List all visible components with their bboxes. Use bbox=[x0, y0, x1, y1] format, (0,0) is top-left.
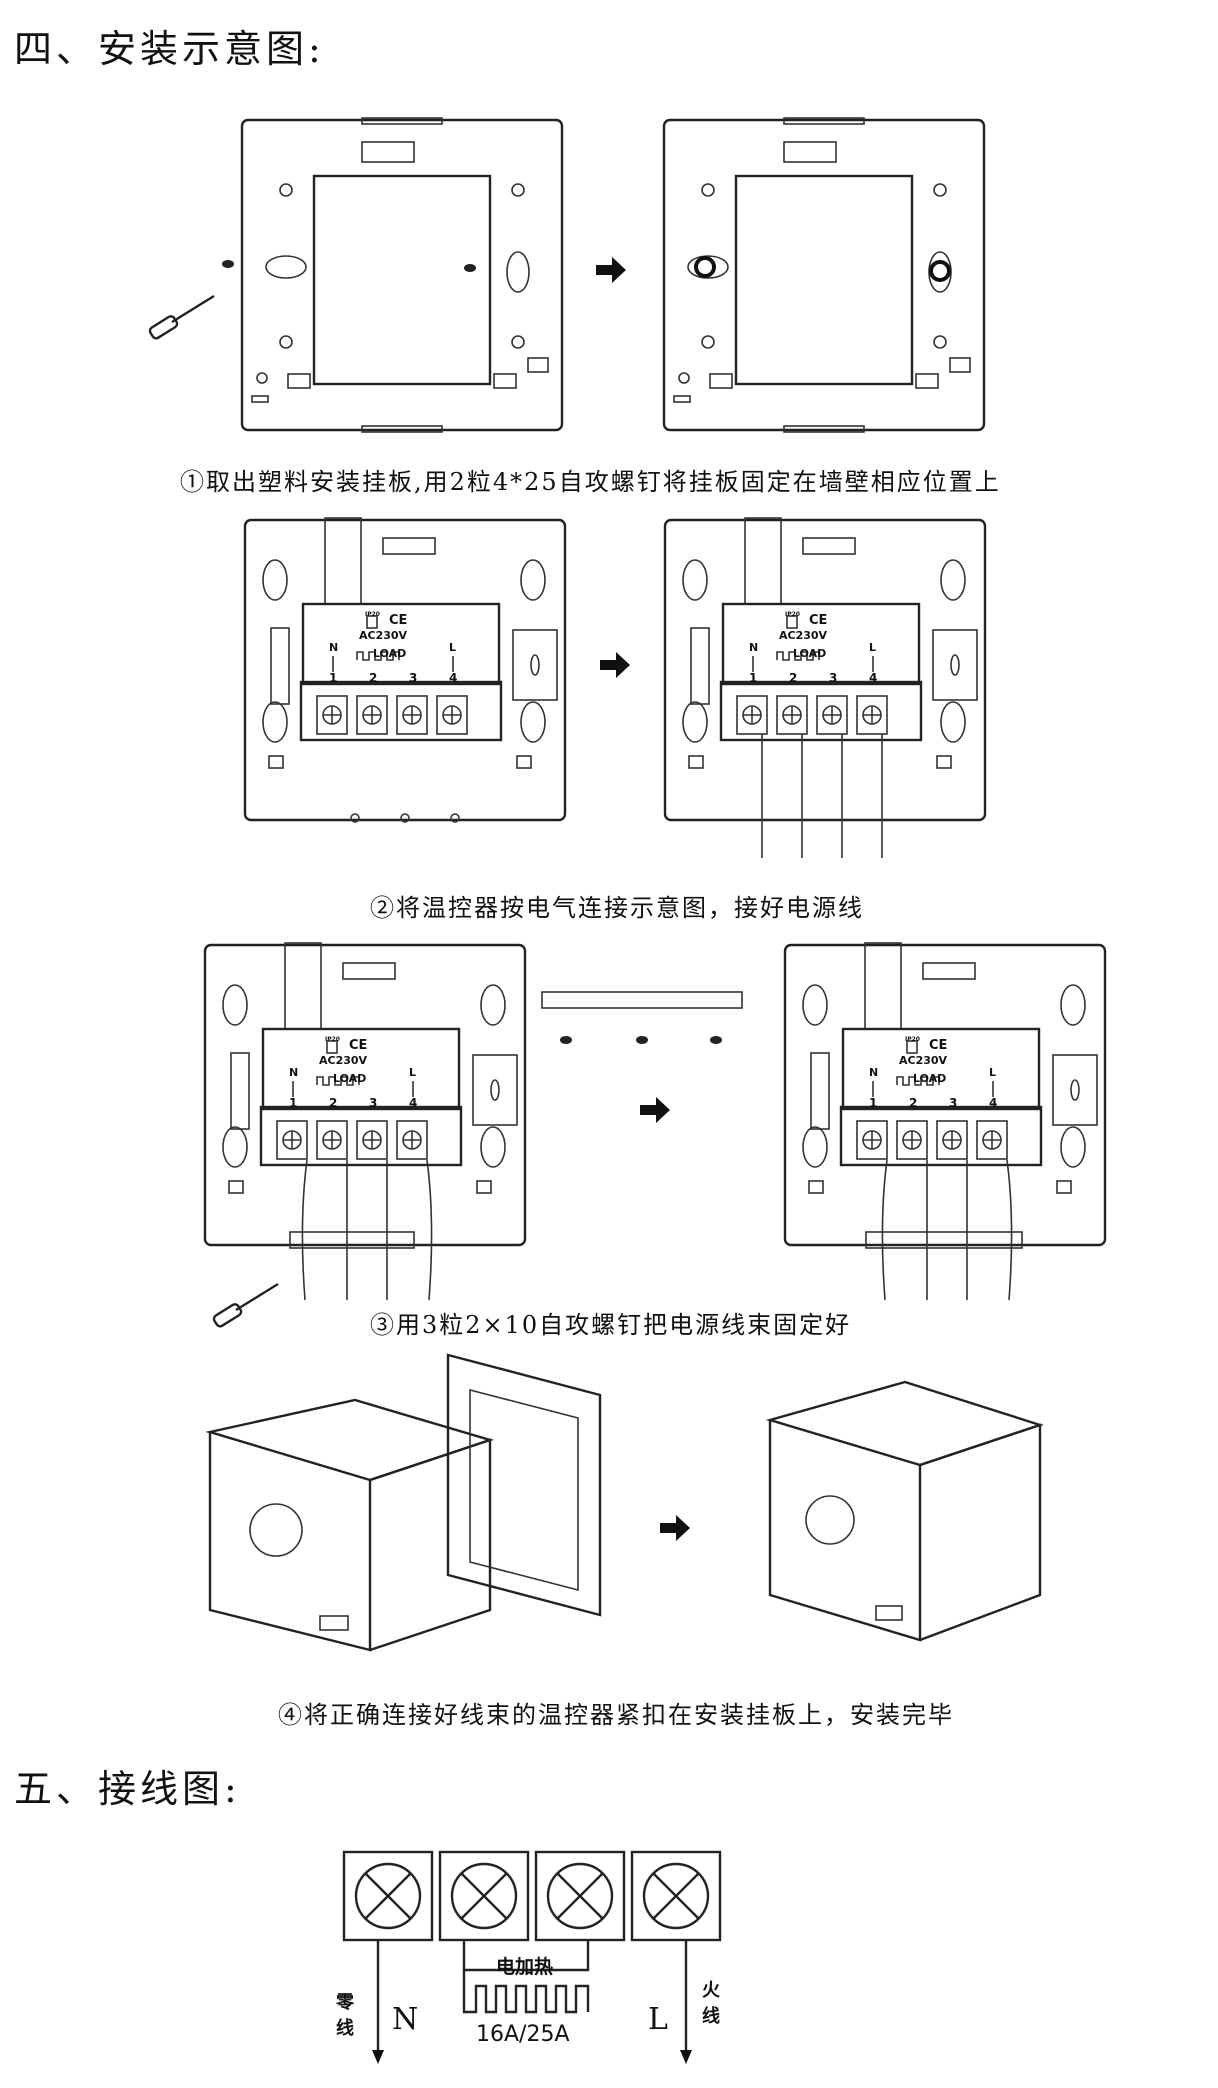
terminal-number: 2 bbox=[329, 1096, 338, 1110]
lamp-icon bbox=[534, 1850, 626, 1942]
terminal-number: 1 bbox=[869, 1096, 878, 1110]
terminal-plate-unclamped bbox=[203, 941, 527, 1247]
arrow-right-icon bbox=[660, 1515, 690, 1541]
ip-mark: IP20 bbox=[905, 1036, 920, 1043]
voltage-label: AC230V bbox=[359, 629, 408, 642]
voltage-label: AC230V bbox=[779, 629, 828, 642]
ce-mark: CE bbox=[809, 613, 828, 628]
heater-bracket bbox=[462, 1940, 590, 1972]
power-wires bbox=[761, 734, 883, 858]
arrow-right-icon bbox=[600, 652, 630, 678]
terminal-letter: L bbox=[989, 1066, 997, 1079]
load-label: LOAD bbox=[913, 1072, 947, 1085]
cable-clamp bbox=[289, 1231, 415, 1249]
terminal-letter: L bbox=[409, 1066, 417, 1079]
live-name: 火 线 bbox=[702, 1980, 720, 2027]
rating-label: 16A/25A bbox=[476, 2022, 570, 2047]
fixed-screw-icon bbox=[694, 256, 951, 282]
terminal-plate-wired bbox=[663, 516, 987, 822]
terminal-letter: N bbox=[749, 641, 759, 654]
terminal-number: 4 bbox=[409, 1096, 418, 1110]
install-heading: 四、安装示意图: bbox=[14, 27, 325, 71]
thermostat-body bbox=[205, 1398, 494, 1652]
neutral-letter: N bbox=[392, 2002, 419, 2037]
terminal-plate-clamped bbox=[783, 941, 1107, 1247]
step3-caption: ③用3粒2×10自攻螺钉把电源线束固定好 bbox=[370, 1311, 852, 1339]
heater-element-icon bbox=[462, 1970, 590, 2014]
cable-clamp bbox=[865, 1231, 1023, 1249]
heater-label: 电加热 bbox=[496, 1956, 554, 1978]
arrow-right-icon bbox=[640, 1097, 670, 1123]
voltage-label: AC230V bbox=[899, 1054, 948, 1067]
voltage-label: AC230V bbox=[319, 1054, 368, 1067]
load-label: LOAD bbox=[793, 647, 827, 660]
step2-caption: ②将温控器按电气连接示意图，接好电源线 bbox=[370, 894, 864, 922]
live-letter: L bbox=[648, 2002, 668, 2037]
ce-mark: CE bbox=[929, 1038, 948, 1053]
ip-mark: IP20 bbox=[365, 611, 380, 618]
live-arrow-icon bbox=[680, 2050, 692, 2064]
screw-icon bbox=[560, 1036, 722, 1044]
load-label: LOAD bbox=[333, 1072, 367, 1085]
terminal-number: 2 bbox=[789, 671, 798, 685]
neutral-name: 零 线 bbox=[336, 1992, 354, 2039]
terminal-number: 1 bbox=[329, 671, 338, 685]
terminal-letter: L bbox=[869, 641, 877, 654]
bundled-wires bbox=[301, 1159, 1013, 1301]
screwdriver-icon bbox=[147, 294, 216, 342]
terminal-number: 4 bbox=[449, 671, 458, 685]
terminal-number: 3 bbox=[369, 1096, 378, 1110]
terminal-letter: N bbox=[289, 1066, 299, 1079]
ce-mark: CE bbox=[389, 613, 408, 628]
arrow-right-icon bbox=[596, 257, 626, 283]
terminal-number: 3 bbox=[829, 671, 838, 685]
terminal-number: 1 bbox=[289, 1096, 298, 1110]
screw-icon bbox=[222, 260, 476, 272]
lamp-icon bbox=[342, 1850, 434, 1942]
terminal-number: 4 bbox=[989, 1096, 998, 1110]
lamp-icon bbox=[438, 1850, 530, 1942]
neutral-arrow-icon bbox=[372, 2050, 384, 2064]
wiring-heading: 五、接线图: bbox=[14, 1767, 241, 1811]
screwdriver-icon bbox=[211, 1282, 280, 1330]
thermostat-mounted bbox=[765, 1380, 1044, 1642]
terminal-number: 3 bbox=[409, 671, 418, 685]
terminal-number: 3 bbox=[949, 1096, 958, 1110]
terminal-number: 1 bbox=[749, 671, 758, 685]
mounting-plate-before bbox=[240, 116, 564, 434]
screw-holes bbox=[350, 813, 460, 823]
terminal-plate-before bbox=[243, 516, 567, 822]
step4-caption: ④将正确连接好线束的温控器紧扣在安装挂板上，安装完毕 bbox=[278, 1701, 954, 1729]
terminal-number: 2 bbox=[909, 1096, 918, 1110]
terminal-number: 4 bbox=[869, 671, 878, 685]
terminal-letter: N bbox=[869, 1066, 879, 1079]
load-label: LOAD bbox=[373, 647, 407, 660]
terminal-number: 2 bbox=[369, 671, 378, 685]
lamp-icon bbox=[630, 1850, 722, 1942]
ip-mark: IP20 bbox=[785, 611, 800, 618]
terminal-letter: N bbox=[329, 641, 339, 654]
step1-caption: ①取出塑料安装挂板,用2粒4*25自攻螺钉将挂板固定在墙壁相应位置上 bbox=[180, 468, 1001, 496]
ip-mark: IP20 bbox=[325, 1036, 340, 1043]
terminal-letter: L bbox=[449, 641, 457, 654]
ce-mark: CE bbox=[349, 1038, 368, 1053]
wiring-diagram bbox=[342, 1850, 722, 2064]
mounting-plate-tilted bbox=[446, 1353, 602, 1617]
cable-clamp-bar bbox=[541, 991, 743, 1009]
